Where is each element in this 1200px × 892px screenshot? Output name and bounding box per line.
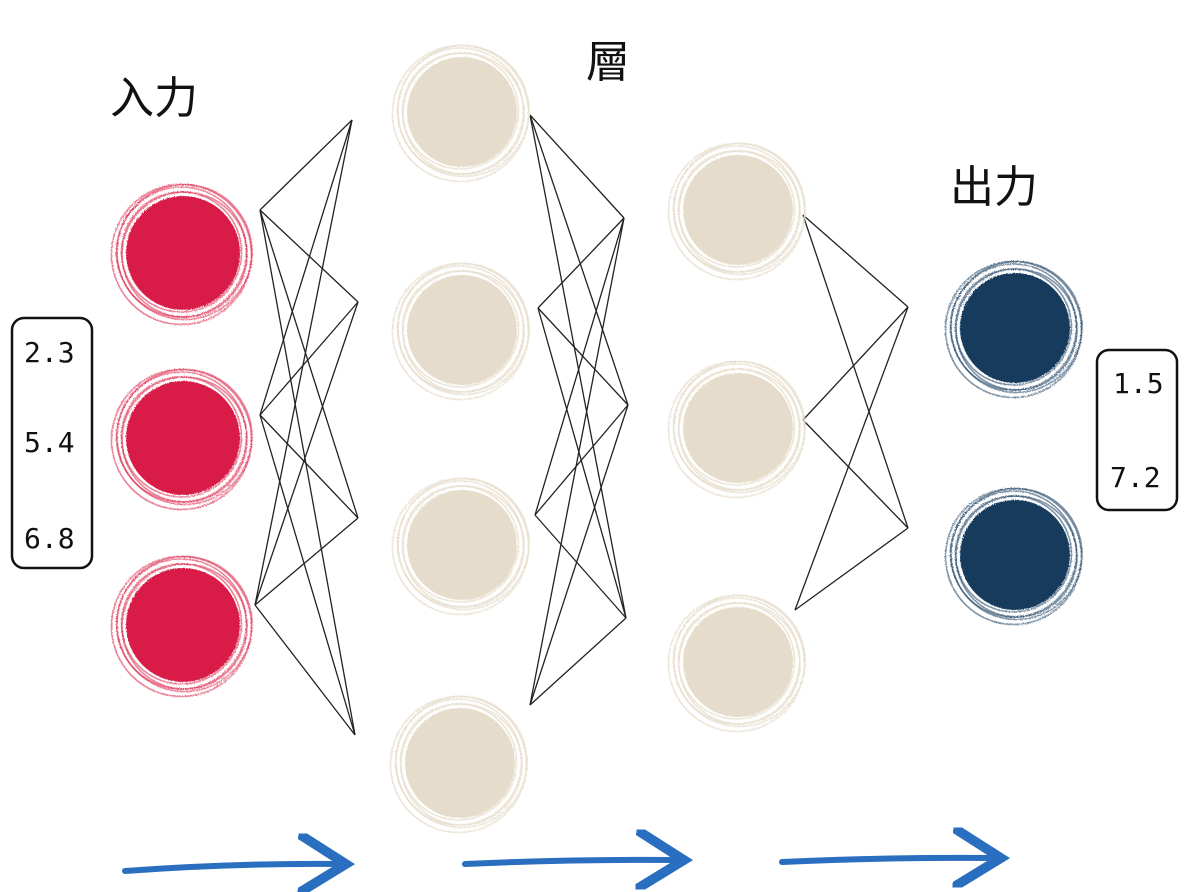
hidden-node: [391, 477, 530, 616]
connection-line: [259, 414, 356, 736]
input-node: [110, 555, 253, 698]
connection-line: [794, 306, 909, 611]
input-values-box: 2.3 5.4 6.8: [10, 316, 94, 570]
connection-line: [537, 217, 625, 309]
connection-line: [259, 209, 359, 519]
hidden-node: [391, 44, 530, 183]
connection-line: [794, 527, 909, 611]
connection-line: [259, 414, 359, 519]
input-value: 5.4: [24, 426, 75, 459]
connection-line: [802, 214, 909, 529]
connection-line: [259, 209, 356, 736]
connection-line: [802, 419, 909, 529]
hidden-node: [667, 142, 806, 281]
connection-line: [254, 301, 359, 606]
connection-line: [537, 307, 627, 619]
connection-line: [259, 301, 359, 416]
connection-line: [259, 119, 353, 211]
output-value: 1.5: [1113, 367, 1164, 400]
output-node: [944, 260, 1083, 399]
connection-line: [254, 604, 356, 736]
connection-line: [534, 514, 627, 619]
hidden-node: [391, 262, 530, 401]
hidden-node: [667, 360, 806, 499]
hidden-node: [667, 594, 806, 733]
flow-arrows: [122, 858, 995, 871]
output-node: [944, 487, 1083, 626]
connection-line: [529, 404, 629, 706]
input-value: 6.8: [24, 522, 75, 555]
connection-line: [802, 214, 909, 308]
connection-lines: [254, 114, 909, 736]
flow-arrow-icon: [122, 864, 340, 871]
input-node: [110, 183, 253, 326]
output-label: 出力: [950, 162, 1038, 213]
hidden-node: [389, 695, 528, 834]
connection-line: [529, 114, 629, 406]
connection-line: [259, 119, 353, 416]
connection-line: [534, 217, 625, 516]
output-values-box: 1.5 7.2: [1095, 348, 1179, 512]
connection-line: [534, 404, 629, 516]
flow-arrow-icon: [779, 858, 995, 862]
connection-line: [254, 517, 359, 606]
connection-line: [254, 119, 353, 606]
connection-line: [529, 114, 627, 619]
input-label: 入力: [110, 73, 198, 124]
connection-line: [529, 114, 625, 219]
connection-line: [529, 617, 627, 706]
hidden-layer-label: 層: [586, 37, 630, 88]
connection-line: [802, 306, 909, 421]
output-value: 7.2: [1110, 461, 1161, 494]
flow-arrow-icon: [462, 860, 678, 864]
connection-line: [529, 217, 625, 706]
nodes: [110, 44, 1083, 834]
input-node: [110, 368, 253, 511]
input-value: 2.3: [24, 336, 75, 369]
